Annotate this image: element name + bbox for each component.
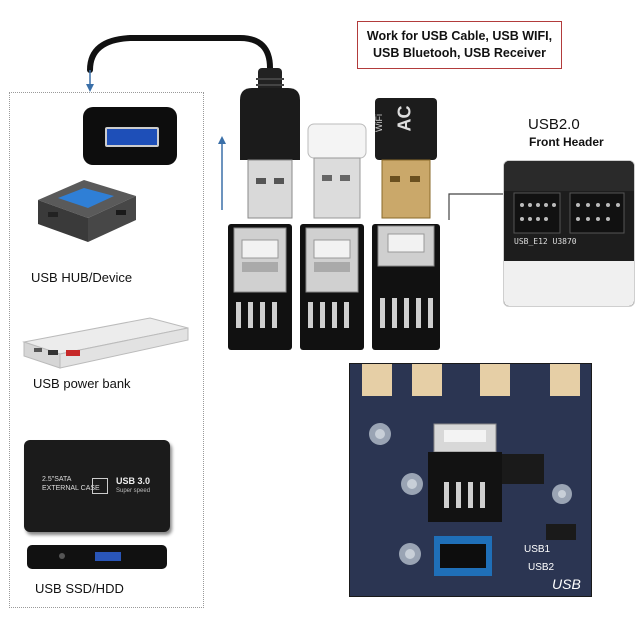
- device-label-power-bank: USB power bank: [33, 376, 131, 391]
- usb-port-closeup: [83, 107, 177, 165]
- ssd-case-side: [27, 545, 167, 569]
- adapters-illustration: [228, 224, 440, 350]
- compatibility-callout: Work for USB Cable, USB WIFI, USB Blueto…: [357, 21, 562, 69]
- ssd-case-line1: 2.5"SATA: [42, 476, 72, 483]
- ssd-case-sub: Super speed: [116, 488, 151, 494]
- callout-line-1: Work for USB Cable, USB WIFI,: [366, 29, 553, 43]
- header-subtitle: Front Header: [529, 135, 604, 149]
- usb-cable-illustration: [86, 35, 437, 219]
- arrow-up-icon: [218, 136, 226, 144]
- device-panel: [9, 92, 204, 608]
- callout-line-2: USB Bluetooh, USB Receiver: [373, 46, 546, 60]
- ssd-case-logo: USB 3.0: [116, 476, 151, 486]
- wifi-dongle-sub: WiFi: [374, 114, 384, 132]
- mb-label-usb2: USB2: [528, 562, 555, 573]
- mb-label-usb: USB: [552, 576, 581, 592]
- header-title: USB2.0: [528, 116, 580, 133]
- arrow-down-icon: [86, 84, 94, 92]
- usb-header-photo: USB_E12 U3870: [503, 160, 635, 307]
- ssd-case-image: 2.5"SATA EXTERNAL CASE USB 3.0 Super spe…: [24, 440, 170, 532]
- power-bank-image: [22, 317, 189, 369]
- usb-hub-image: [38, 180, 136, 242]
- wifi-dongle-label: AC: [394, 105, 415, 132]
- motherboard-photo: USB1 USB2 USB: [349, 363, 592, 597]
- mb-label-usb1: USB1: [524, 544, 551, 555]
- pcb-label: USB_E12 U3870: [514, 237, 577, 246]
- device-label-ssd: USB SSD/HDD: [35, 581, 124, 596]
- connector-line: [448, 193, 503, 220]
- device-label-hub: USB HUB/Device: [31, 270, 133, 285]
- sata-logo-icon: [92, 478, 108, 494]
- ssd-case-line2: EXTERNAL CASE: [42, 485, 100, 492]
